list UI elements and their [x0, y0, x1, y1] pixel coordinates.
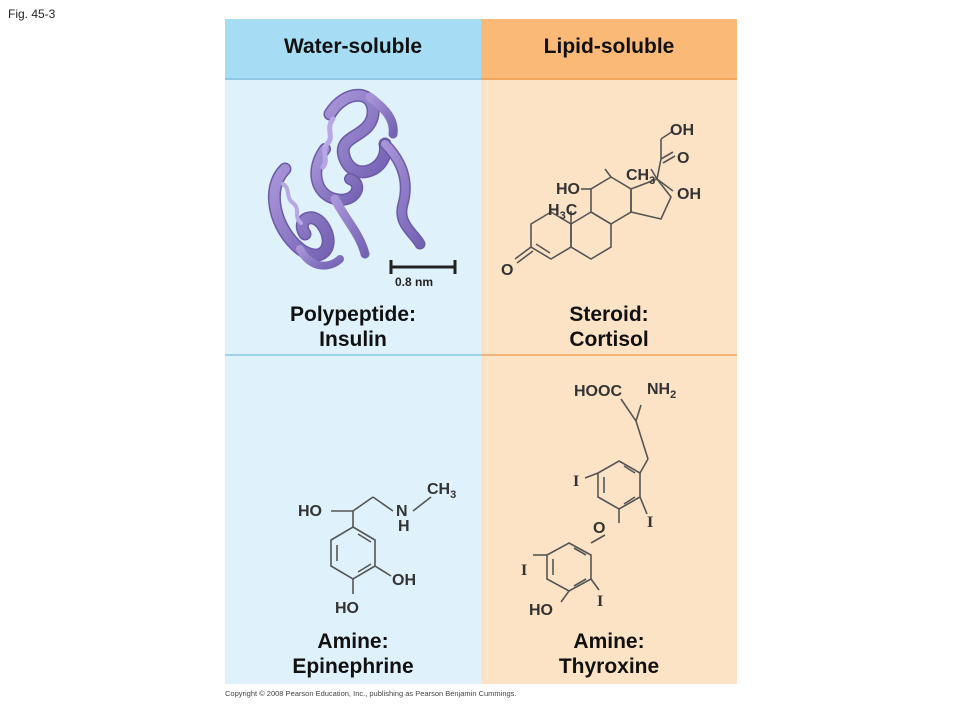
- thyroxine-nh2-text: NH: [647, 381, 670, 398]
- water-row-divider: [225, 354, 481, 356]
- thyroxine-nh2: NH2: [647, 381, 676, 401]
- lipid-soluble-column: Lipid-soluble OH CH: [481, 19, 737, 684]
- cortisol-ketone-o: O: [501, 262, 513, 279]
- thyroxine-iodine-1: I: [573, 473, 579, 490]
- epi-ch3: CH3: [427, 481, 456, 501]
- water-soluble-column: Water-soluble: [225, 19, 481, 684]
- copyright-notice: Copyright © 2008 Pearson Education, Inc.…: [225, 689, 517, 698]
- epi-ch3-text: CH: [427, 481, 450, 498]
- thyroxine-caption-type: Amine:: [573, 630, 645, 653]
- epi-ho: HO: [298, 503, 322, 520]
- cortisol-oh-top: OH: [670, 122, 694, 139]
- thyroxine-iodine-3: I: [521, 562, 527, 579]
- insulin-caption-name: Insulin: [319, 328, 387, 351]
- cortisol-ch3-sub: 3: [649, 175, 655, 187]
- thyroxine-hooc: HOOC: [574, 383, 622, 400]
- cortisol-h3c: H3C: [548, 202, 578, 222]
- lipid-soluble-header: Lipid-soluble: [481, 19, 737, 80]
- cortisol-ch3: CH3: [626, 167, 655, 187]
- thyroxine-ho: HO: [529, 602, 553, 619]
- epinephrine-caption: Amine: Epinephrine: [225, 629, 481, 679]
- cortisol-caption-name: Cortisol: [569, 328, 649, 351]
- cortisol-structure: OH CH3 O OH HO H3C O: [501, 122, 701, 279]
- thyroxine-iodine-2: I: [647, 514, 653, 531]
- cortisol-h3c-h: H: [548, 202, 560, 219]
- thyroxine-nh2-sub: 2: [670, 389, 676, 401]
- cortisol-caption-type: Steroid:: [569, 303, 649, 326]
- thyroxine-structure: HOOC NH2 I I O I I HO: [521, 381, 676, 619]
- cortisol-ch3-text: CH: [626, 167, 649, 184]
- epi-oh: OH: [392, 572, 416, 589]
- cortisol-caption: Steroid: Cortisol: [481, 302, 737, 352]
- epinephrine-caption-name: Epinephrine: [292, 655, 414, 678]
- insulin-caption-type: Polypeptide:: [289, 303, 416, 326]
- epi-ch3-sub: 3: [450, 489, 456, 501]
- thyroxine-iodine-4: I: [597, 593, 603, 610]
- epi-ho-bottom: HO: [335, 600, 359, 617]
- thyroxine-caption: Amine: Thyroxine: [481, 629, 737, 679]
- cortisol-keto-o: O: [677, 150, 689, 167]
- epi-n: N: [396, 503, 408, 520]
- cortisol-h3c-sub: 3: [560, 210, 566, 222]
- scale-bar-label: 0.8 nm: [395, 275, 434, 289]
- cortisol-h3c-c: C: [566, 202, 578, 219]
- insulin-ribbon-image: [267, 88, 457, 274]
- water-soluble-header: Water-soluble: [225, 19, 481, 80]
- epi-h: H: [398, 518, 410, 535]
- lipid-row-divider: [481, 354, 737, 356]
- thyroxine-caption-name: Thyroxine: [558, 655, 660, 678]
- thyroxine-o: O: [593, 520, 605, 537]
- figure-label: Fig. 45-3: [8, 7, 56, 21]
- cortisol-oh-ring: OH: [677, 186, 701, 203]
- cortisol-ho: HO: [556, 181, 580, 198]
- epinephrine-structure: HO N H CH3 OH HO: [298, 481, 456, 617]
- insulin-caption: Polypeptide: Insulin: [225, 302, 481, 352]
- epinephrine-caption-type: Amine:: [317, 630, 389, 653]
